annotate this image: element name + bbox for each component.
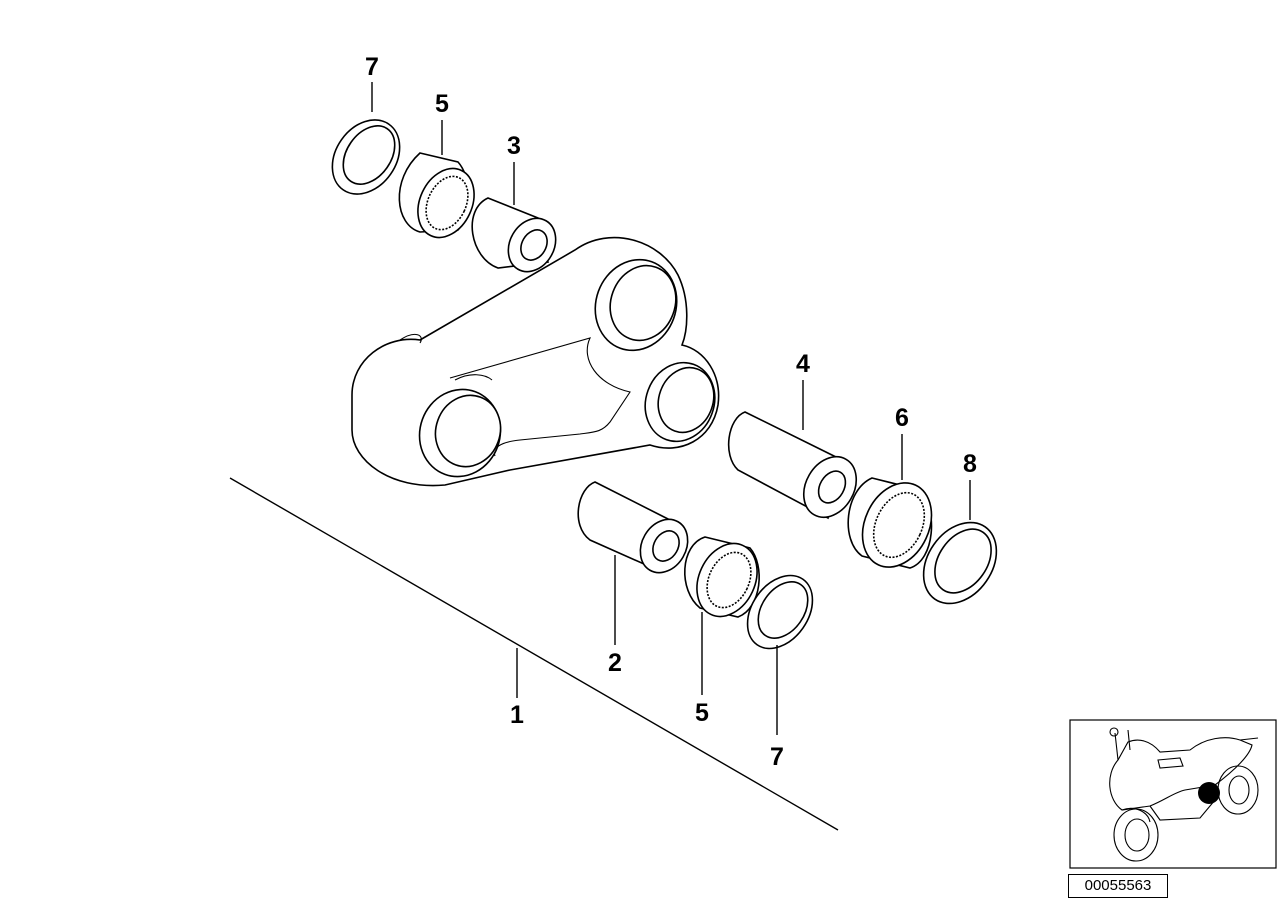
ring-7-top[interactable] <box>318 107 413 207</box>
needle-bearing-5-top[interactable] <box>398 152 484 247</box>
bushing-3[interactable] <box>471 197 565 280</box>
motorcycle-locator-icon <box>1069 719 1277 869</box>
base-line <box>229 477 839 831</box>
needle-bearing-5-bottom[interactable] <box>684 534 769 627</box>
callout-5-bottom: 5 <box>695 699 709 727</box>
callout-5-top: 5 <box>435 90 449 118</box>
ring-7-bottom[interactable] <box>734 563 826 661</box>
callout-6: 6 <box>895 404 909 432</box>
bushing-2[interactable] <box>577 481 697 581</box>
lever-part[interactable] <box>351 236 726 488</box>
callout-2: 2 <box>608 649 622 677</box>
callout-7-bottom: 7 <box>770 743 784 771</box>
callout-3: 3 <box>507 132 521 160</box>
reference-code: 00055563 <box>1068 874 1168 898</box>
callout-1: 1 <box>510 701 524 729</box>
needle-bearing-6[interactable] <box>847 472 944 579</box>
callout-8: 8 <box>963 450 977 478</box>
bushing-4[interactable] <box>727 411 867 527</box>
locator-dot <box>1198 782 1220 804</box>
ring-8[interactable] <box>909 509 1012 618</box>
callout-7-top: 7 <box>365 53 379 81</box>
callout-4: 4 <box>796 350 810 378</box>
